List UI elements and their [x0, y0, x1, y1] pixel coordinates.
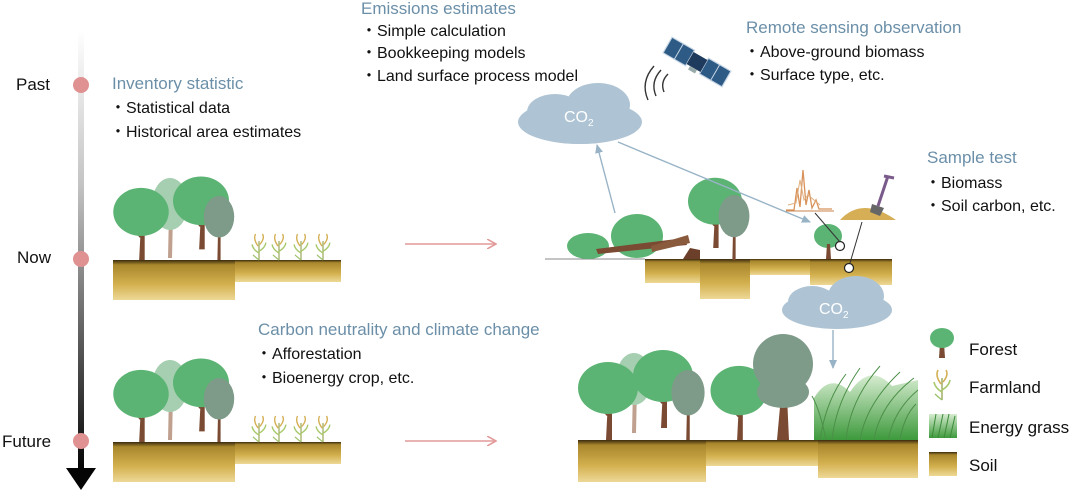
timeline-bar — [78, 30, 84, 470]
tree-icon — [111, 368, 171, 444]
co2-label: CO2 — [564, 109, 594, 130]
tree-icon — [576, 360, 640, 442]
soil-block — [235, 260, 341, 282]
farmland-icon — [315, 233, 331, 261]
legend-energy-grass-icon — [929, 413, 957, 439]
tree-icon — [567, 233, 609, 259]
sample-leader-line — [814, 212, 841, 243]
sampling-arrow — [617, 141, 811, 223]
sample-item: ・Soil carbon, etc. — [925, 198, 1056, 215]
emissions-item: ・Simple calculation — [361, 23, 506, 40]
remote-item: ・Surface type, etc. — [744, 67, 885, 84]
felled-log — [651, 235, 690, 252]
farmland-icon — [293, 233, 309, 261]
legend-forest-icon — [930, 328, 954, 358]
signal-waves-icon — [644, 65, 669, 101]
sample-leader-line — [849, 221, 863, 264]
scene-future-left — [111, 356, 341, 482]
tree-icon — [718, 195, 750, 260]
spectrum-chart-icon — [786, 169, 834, 212]
emissions-item: ・Bookkeeping models — [361, 45, 526, 62]
inventory-item: ・Historical area estimates — [110, 124, 302, 141]
energy-grass-icon — [811, 365, 919, 441]
neutrality-item: ・Afforestation — [256, 346, 362, 363]
soil-block — [113, 442, 235, 482]
farmland-icon — [251, 415, 267, 443]
soil-block — [645, 259, 700, 283]
inventory-item: ・Statistical data — [110, 100, 231, 117]
scene-future-right — [576, 276, 919, 482]
legend-farmland-icon — [933, 369, 951, 401]
tree-stump — [683, 248, 700, 259]
tree-trunk — [826, 244, 831, 259]
tree-icon — [111, 186, 171, 262]
soil-block — [750, 259, 810, 275]
timeline-dot-past — [73, 77, 89, 93]
soil-sample-pile — [840, 208, 896, 220]
farmland-icon — [271, 415, 287, 443]
emission-arrow — [595, 144, 616, 214]
felled-log — [596, 238, 687, 254]
soil-block — [818, 440, 918, 478]
timeline-arrowhead-icon — [66, 468, 96, 490]
soil-block — [235, 442, 341, 464]
farmland-icon — [293, 415, 309, 443]
tree-icon — [203, 196, 235, 260]
timeline-dot-now — [73, 251, 89, 267]
cloud-icon — [782, 276, 892, 329]
neutrality-title: Carbon neutrality and climate change — [258, 320, 540, 339]
remote-item: ・Above-ground biomass — [744, 44, 925, 61]
sample-point — [834, 240, 846, 252]
sample-point — [843, 262, 855, 274]
timeline-label-future: Future — [2, 432, 52, 451]
sample-title: Sample test — [927, 148, 1017, 167]
co2-label: CO2 — [819, 301, 849, 322]
tree-icon — [814, 224, 842, 248]
legend-energy-grass-label: Energy grass — [969, 418, 1070, 437]
soil-block — [700, 259, 750, 299]
soil-block — [113, 260, 235, 300]
timeline-label-now: Now — [17, 248, 52, 267]
remote-title: Remote sensing observation — [746, 18, 962, 37]
emissions-title: Emissions estimates — [361, 0, 516, 18]
cloud-icon — [518, 83, 642, 144]
satellite-icon — [662, 36, 732, 88]
soil-block — [706, 440, 818, 466]
timeline-dot-future — [73, 433, 89, 449]
neutrality-item: ・Bioenergy crop, etc. — [256, 370, 415, 387]
farmland-icon — [251, 233, 267, 261]
sample-item: ・Biomass — [925, 175, 1003, 192]
tree-icon — [671, 370, 705, 440]
legend — [929, 328, 957, 476]
legend-soil-label: Soil — [969, 456, 998, 475]
soil-block — [578, 440, 706, 482]
farmland-icon — [271, 233, 287, 261]
scene-now-left — [111, 174, 341, 300]
tree-icon — [753, 334, 813, 440]
tree-icon — [203, 378, 235, 442]
legend-soil-icon — [929, 452, 957, 476]
emissions-item: ・Land surface process model — [361, 68, 579, 85]
farmland-icon — [315, 415, 331, 443]
legend-farmland-label: Farmland — [969, 378, 1041, 397]
timeline-label-past: Past — [16, 75, 51, 94]
timeline — [66, 30, 96, 490]
inventory-title: Inventory statistic — [112, 74, 244, 93]
scene-now-right — [518, 36, 896, 299]
legend-forest-label: Forest — [969, 340, 1018, 359]
shovel-icon — [870, 174, 895, 216]
